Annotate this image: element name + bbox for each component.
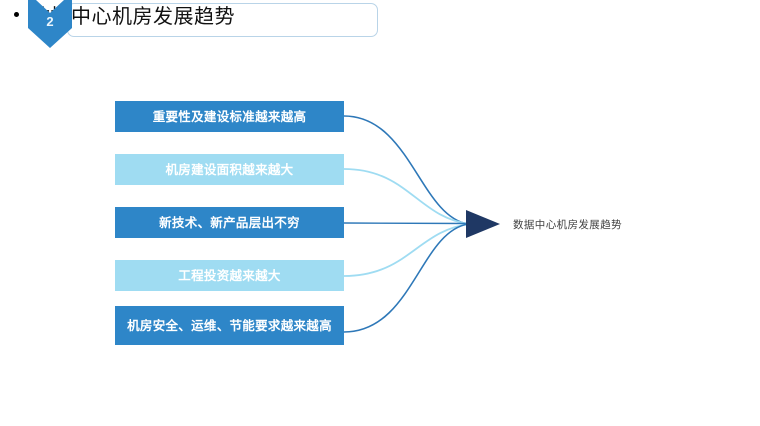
- connector-curve-4: [343, 223, 469, 333]
- item-box-4[interactable]: 机房安全、运维、节能要求越来越高: [115, 306, 344, 345]
- step-chevron-icon: [28, 0, 72, 48]
- bullet-icon: [14, 12, 19, 17]
- connector-curve-0: [343, 115, 469, 225]
- arrow-head-icon: [466, 210, 500, 238]
- title-box: [67, 3, 378, 37]
- item-box-3[interactable]: 工程投资越来越大: [115, 260, 344, 291]
- item-label-4: 机房安全、运维、节能要求越来越高: [127, 318, 332, 333]
- item-label-2: 新技术、新产品层出不穷: [159, 215, 300, 230]
- item-box-1[interactable]: 机房建设面积越来越大: [115, 154, 344, 185]
- connector-curve-1: [343, 168, 471, 225]
- slide-header: 数据中心机房发展趋势 2: [0, 0, 760, 52]
- page-title: 数据中心机房发展趋势: [30, 6, 235, 28]
- item-label-0: 重要性及建设标准越来越高: [152, 109, 307, 124]
- connector-curve-3: [343, 223, 471, 277]
- item-box-0[interactable]: 重要性及建设标准越来越高: [115, 101, 344, 132]
- item-box-2[interactable]: 新技术、新产品层出不穷: [115, 207, 344, 238]
- item-label-3: 工程投资越来越大: [178, 268, 281, 283]
- target-label: 数据中心机房发展趋势: [513, 219, 622, 231]
- item-label-1: 机房建设面积越来越大: [165, 162, 294, 177]
- connector-curve-2: [343, 222, 471, 225]
